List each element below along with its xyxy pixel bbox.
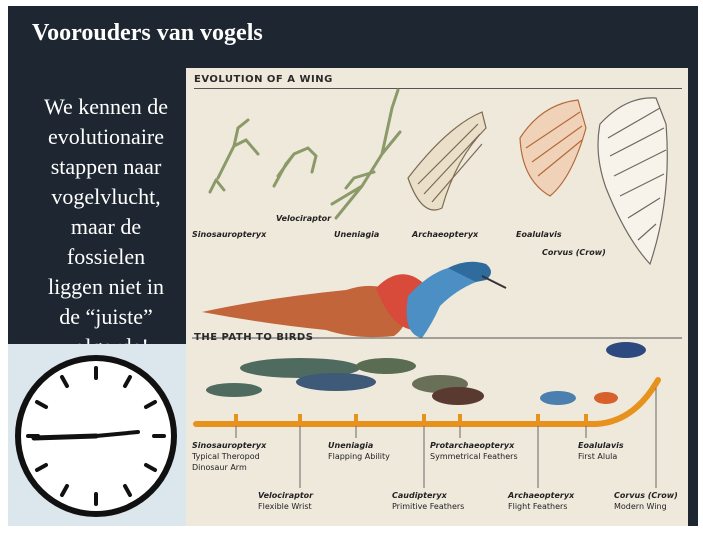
body-line: maar de (26, 212, 186, 242)
body-line: de “juiste” (26, 302, 186, 332)
clock-panel (8, 344, 186, 526)
feathered-dinosaur-illustration (202, 262, 506, 338)
wing-label: Eoalulavis (516, 230, 562, 239)
wing-evolution-illustration: EVOLUTION OF A WING (186, 68, 688, 526)
dinosaur-silhouettes (206, 342, 646, 405)
wing-label: Corvus (Crow) (542, 248, 606, 257)
slide-title: Voorouders van vogels (32, 20, 263, 47)
wing-label: Velociraptor (276, 214, 331, 223)
body-line: fossielen (26, 242, 186, 272)
wing-label: Archaeopteryx (412, 230, 478, 239)
path-label: Sinosauropteryx Typical Theropod Dinosau… (192, 440, 266, 473)
path-label: Corvus (Crow) Modern Wing (614, 490, 678, 512)
body-line: We kennen de (26, 92, 186, 122)
slide: Voorouders van vogels We kennen de evolu… (8, 6, 698, 526)
wing-skeleton-sinosauropteryx (210, 120, 258, 192)
wing-eoalulavis (520, 100, 586, 196)
path-label: Caudipteryx Primitive Feathers (392, 490, 464, 512)
path-label: Archaeopteryx Flight Feathers (508, 490, 574, 512)
slide-body-text: We kennen de evolutionaire stappen naar … (26, 92, 186, 362)
path-label: Uneniagia Flapping Ability (328, 440, 390, 462)
body-line: stappen naar (26, 152, 186, 182)
body-line: liggen niet in (26, 272, 186, 302)
wing-skeleton-uneniagia (332, 90, 400, 218)
path-label: Eoalulavis First Alula (578, 440, 624, 462)
wing-archaeopteryx (408, 112, 486, 210)
wing-label: Uneniagia (334, 230, 379, 239)
wing-corvus (598, 98, 667, 264)
clock-hour-hand (34, 436, 96, 438)
body-line: vogelvlucht, (26, 182, 186, 212)
path-to-birds-header: THE PATH TO BIRDS (194, 332, 313, 343)
path-label: Protarchaeopteryx Symmetrical Feathers (430, 440, 518, 462)
path-label: Velociraptor Flexible Wrist (258, 490, 313, 512)
wing-label: Sinosauropteryx (192, 230, 266, 239)
clock-icon (8, 344, 186, 526)
wing-skeleton-velociraptor (274, 148, 316, 186)
body-line: evolutionaire (26, 122, 186, 152)
